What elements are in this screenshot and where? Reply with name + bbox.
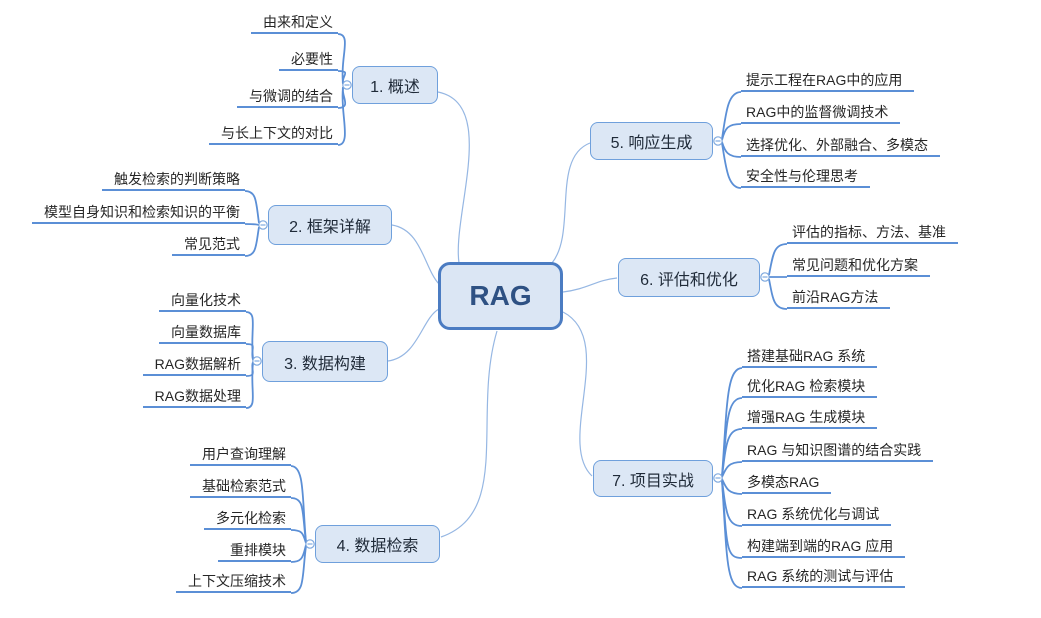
subtopic[interactable]: 多模态RAG xyxy=(742,472,832,494)
subtopic[interactable]: 用户查询理解 xyxy=(190,444,291,466)
subtopic[interactable]: 提示工程在RAG中的应用 xyxy=(741,70,915,92)
child-curve xyxy=(244,223,260,226)
subtopic[interactable]: 触发检索的判断策略 xyxy=(102,169,245,191)
subtopic[interactable]: 重排模块 xyxy=(218,540,291,562)
collapse-toggle-icon[interactable] xyxy=(305,539,315,549)
child-curve xyxy=(245,362,254,409)
subtopic[interactable]: 构建端到端的RAG 应用 xyxy=(742,536,906,558)
collapse-toggle-icon[interactable] xyxy=(713,473,723,483)
child-curve xyxy=(768,278,788,310)
branch-topic-3[interactable]: 3. 数据构建 xyxy=(262,341,388,382)
root-topic[interactable]: RAG xyxy=(438,262,563,330)
subtopic[interactable]: 优化RAG 检索模块 xyxy=(742,376,878,398)
branch-topic-1[interactable]: 1. 概述 xyxy=(352,66,438,104)
subtopic[interactable]: 必要性 xyxy=(279,49,338,71)
child-curve xyxy=(721,480,743,589)
subtopic[interactable]: 上下文压缩技术 xyxy=(176,571,291,593)
child-curve xyxy=(290,529,307,544)
child-curve xyxy=(721,478,743,495)
subtopic[interactable]: 基础检索范式 xyxy=(190,476,291,498)
subtopic[interactable]: RAG 与知识图谱的结合实践 xyxy=(742,440,934,462)
connector-curve-branch-3 xyxy=(387,308,440,362)
child-curve xyxy=(721,123,742,141)
collapse-toggle-icon[interactable] xyxy=(252,356,262,366)
connector-curve-branch-1 xyxy=(437,91,470,264)
subtopic[interactable]: RAG 系统优化与调试 xyxy=(742,504,892,526)
child-curve xyxy=(721,91,742,140)
collapse-toggle-icon[interactable] xyxy=(342,80,352,90)
branch-topic-5[interactable]: 5. 响应生成 xyxy=(590,122,713,160)
subtopic[interactable]: 评估的指标、方法、基准 xyxy=(787,222,958,244)
child-curve xyxy=(337,70,347,85)
child-curve xyxy=(244,190,260,224)
collapse-toggle-icon[interactable] xyxy=(760,272,770,282)
subtopic[interactable]: 选择优化、外部融合、多模态 xyxy=(741,135,940,157)
subtopic[interactable]: 多元化检索 xyxy=(204,508,291,530)
subtopic[interactable]: 向量化技术 xyxy=(159,290,246,312)
subtopic[interactable]: RAG 系统的测试与评估 xyxy=(742,566,906,588)
connector-curve-branch-6 xyxy=(562,277,618,293)
subtopic[interactable]: 常见问题和优化方案 xyxy=(787,255,930,277)
collapse-toggle-icon[interactable] xyxy=(713,136,723,146)
branch-topic-2[interactable]: 2. 框架详解 xyxy=(268,205,392,245)
child-curve xyxy=(245,343,254,361)
child-curve xyxy=(337,86,347,109)
subtopic[interactable]: 与长上下文的对比 xyxy=(209,123,338,145)
branch-topic-4[interactable]: 4. 数据检索 xyxy=(315,525,440,563)
subtopic[interactable]: 前沿RAG方法 xyxy=(787,287,891,309)
collapse-toggle-icon[interactable] xyxy=(258,220,268,230)
subtopic[interactable]: RAG中的监督微调技术 xyxy=(741,102,901,124)
child-curve xyxy=(244,226,260,257)
child-curve xyxy=(721,428,743,478)
subtopic[interactable]: 由来和定义 xyxy=(251,12,338,34)
branch-topic-7[interactable]: 7. 项目实战 xyxy=(593,460,713,497)
child-curve xyxy=(768,243,788,276)
child-curve xyxy=(337,33,346,84)
subtopic[interactable]: RAG数据处理 xyxy=(142,386,246,408)
child-curve xyxy=(721,141,742,158)
child-curve xyxy=(721,142,742,189)
subtopic[interactable]: 模型自身知识和检索知识的平衡 xyxy=(32,202,245,224)
subtopic[interactable]: 增强RAG 生成模块 xyxy=(742,407,878,429)
connector-curve-branch-2 xyxy=(391,224,440,285)
child-curve xyxy=(290,497,307,543)
subtopic[interactable]: 安全性与伦理思考 xyxy=(741,166,870,188)
subtopic[interactable]: 与微调的结合 xyxy=(237,86,338,108)
connector-curve-branch-4 xyxy=(440,330,498,538)
child-curve xyxy=(290,545,307,594)
subtopic[interactable]: RAG数据解析 xyxy=(142,354,246,376)
connector-curve-branch-5 xyxy=(551,142,591,264)
connector-curve-branch-7 xyxy=(562,311,593,477)
subtopic[interactable]: 常见范式 xyxy=(172,234,245,256)
subtopic[interactable]: 搭建基础RAG 系统 xyxy=(742,346,878,368)
subtopic[interactable]: 向量数据库 xyxy=(159,322,246,344)
child-curve xyxy=(337,87,346,146)
branch-topic-6[interactable]: 6. 评估和优化 xyxy=(618,258,760,297)
child-curve xyxy=(721,461,743,478)
